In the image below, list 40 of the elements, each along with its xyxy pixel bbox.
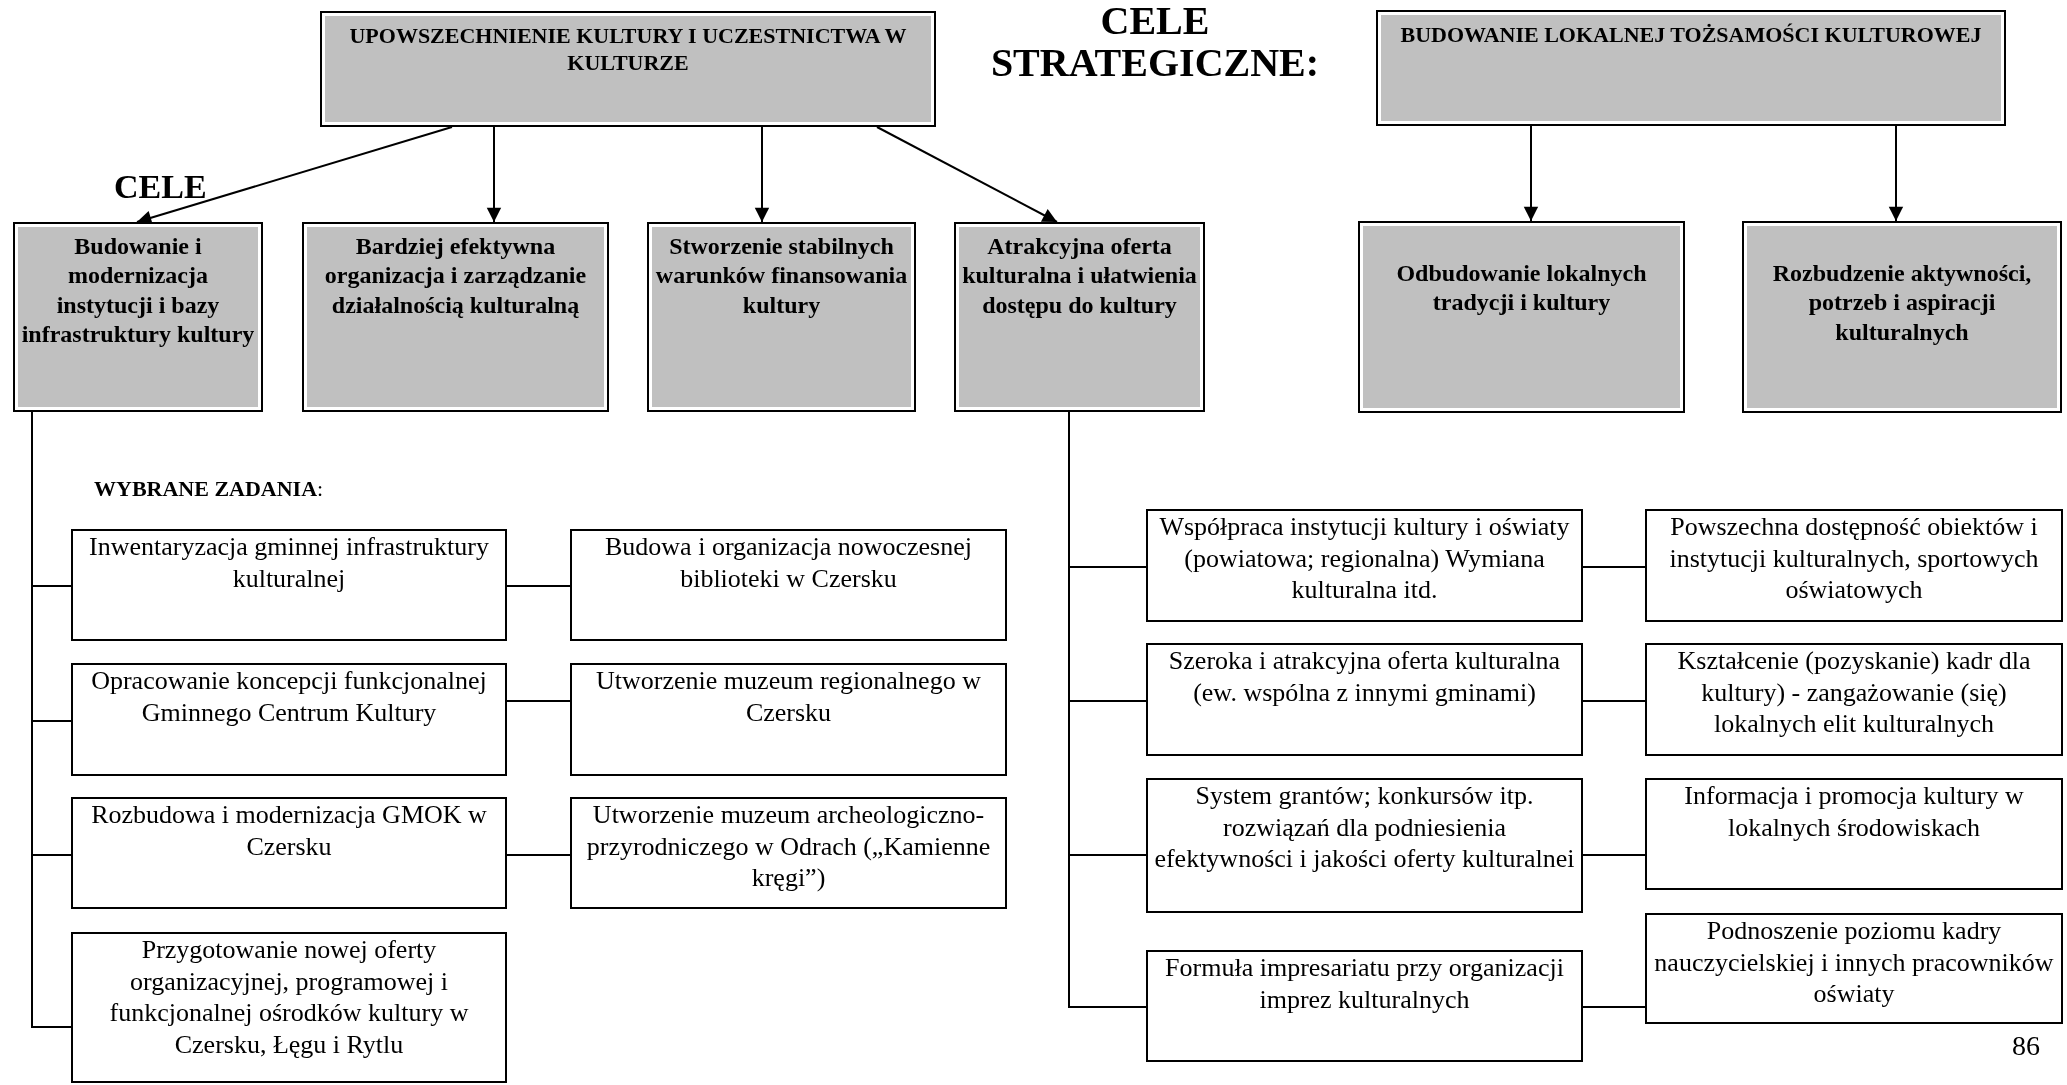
objective-box: Rozbudzenie aktywności, potrzeb i aspiracji kulturalnych xyxy=(1742,221,2062,413)
task-box: Utworzenie muzeum regionalnego w Czersku xyxy=(570,663,1007,776)
goal-box: BUDOWANIE LOKALNEJ TOŻSAMOŚCI KULTUROWEJ xyxy=(1376,10,2006,126)
arrow xyxy=(754,126,770,223)
goal-box: UPOWSZECHNIENIE KULTURY I UCZESTNICTWA W KULTURZE xyxy=(320,11,936,127)
arrow xyxy=(136,126,453,225)
arrow xyxy=(486,126,502,223)
section-heading: WYBRANE ZADANIA: xyxy=(94,476,324,502)
task-box: Rozbudowa i modernizacja GMOK w Czersku xyxy=(71,797,507,909)
page-number: 86 xyxy=(2012,1030,2040,1062)
connector-line xyxy=(1582,566,1646,568)
arrow xyxy=(1888,125,1904,222)
connector-line xyxy=(1582,700,1646,702)
objective-box: Atrakcyjna oferta kulturalna i ułatwienia dostępu do kultury xyxy=(954,222,1205,412)
task-box: Kształcenie (pozyskanie) kadr dla kultury) - zangażowanie (się) lokalnych elit kulturalnych xyxy=(1645,643,2063,756)
arrow xyxy=(876,126,1058,223)
task-box: Współpraca instytucji kultury i oświaty (powiatowa; regionalna) Wymiana kulturalna itd. xyxy=(1146,509,1583,622)
task-box: Formuła impresariatu przy organizacji imprez kulturalnych xyxy=(1146,950,1583,1062)
task-box: Opracowanie koncepcji funkcjonalnej Gminnego Centrum Kultury xyxy=(71,663,507,776)
objective-box: Stworzenie stabilnych warunków finansowania kultury xyxy=(647,222,916,412)
connector-line xyxy=(506,854,571,856)
connector-line xyxy=(506,585,571,587)
section-heading: CELE xyxy=(114,168,207,206)
task-box: Inwentaryzacja gminnej infrastruktury kulturalnej xyxy=(71,529,507,641)
task-box: Informacja i promocja kultury w lokalnych środowiskach xyxy=(1645,778,2063,890)
task-box: Szeroka i atrakcyjna oferta kulturalna (ew. wspólna z innymi gminami) xyxy=(1146,643,1583,756)
diagram-title: CELE STRATEGICZNE: xyxy=(989,0,1321,84)
connector-line xyxy=(1582,854,1646,856)
task-box: Utworzenie muzeum archeologiczno-przyrodniczego w Odrach („Kamienne kręgi”) xyxy=(570,797,1007,909)
objective-box: Bardziej efektywna organizacja i zarządzanie działalnością kulturalną xyxy=(302,222,609,412)
objective-box: Odbudowanie lokalnych tradycji i kultury xyxy=(1358,221,1685,413)
task-box: Przygotowanie nowej oferty organizacyjnej, programowej i funkcjonalnej ośrodków kultury w Czersku, Łęgu i Rytlu xyxy=(71,932,507,1083)
task-box: Podnoszenie poziomu kadry nauczycielskiej i innych pracowników oświaty xyxy=(1645,913,2063,1024)
task-box: Powszechna dostępność obiektów i instytucji kulturalnych, sportowych oświatowych xyxy=(1645,509,2063,622)
arrow xyxy=(1523,125,1539,222)
connector-line xyxy=(1582,1006,1646,1008)
connector-line xyxy=(506,700,571,702)
task-box: System grantów; konkursów itp. rozwiązań dla podniesienia efektywności i jakości oferty kulturalnei xyxy=(1146,778,1583,913)
objective-box: Budowanie i modernizacja instytucji i bazy infrastruktury kultury xyxy=(13,222,263,412)
task-box: Budowa i organizacja nowoczesnej biblioteki w Czersku xyxy=(570,529,1007,641)
